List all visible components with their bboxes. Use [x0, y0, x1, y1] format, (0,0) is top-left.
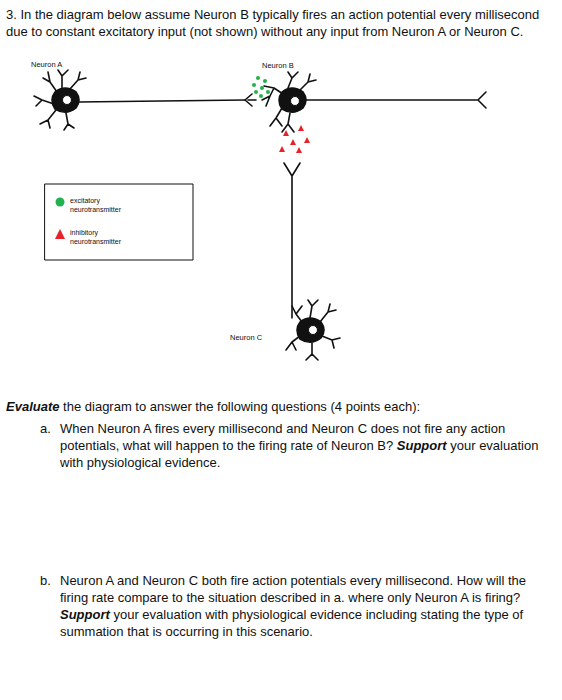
text-block: Evaluate the diagram to answer the follow…	[6, 398, 554, 415]
text-block: Neuron C	[230, 333, 290, 342]
label-text: b.	[40, 573, 51, 588]
text-block: Neuron A	[31, 60, 91, 69]
text-block: Neuron A and Neuron C both fire action p…	[60, 572, 554, 640]
label-text: Neuron A	[31, 60, 62, 69]
text-block: When Neuron A fires every millisecond an…	[60, 420, 546, 471]
emphasis-word: Support	[397, 438, 447, 453]
label-text: 3. In the diagram below assume Neuron B …	[6, 7, 539, 39]
text-block: b.	[40, 572, 60, 589]
legend-text: excitatory neurotransmitter	[70, 197, 132, 214]
emphasis-word: Evaluate	[6, 399, 59, 414]
label-text: the diagram to answer the following ques…	[63, 399, 420, 414]
emphasis-word: Support	[60, 607, 110, 622]
text-block: a.	[40, 420, 60, 437]
label-text: a.	[40, 421, 51, 436]
text-block: 3. In the diagram below assume Neuron B …	[6, 6, 554, 40]
label-text: Neuron B	[262, 61, 294, 70]
legend-swatch	[54, 228, 66, 240]
legend-swatch	[54, 196, 66, 208]
label-text: Neuron A and Neuron C both fire action p…	[60, 573, 526, 605]
label-text: Neuron C	[230, 333, 262, 342]
label-text: your evaluation with physiological evide…	[60, 607, 523, 639]
text-block: Neuron B	[262, 61, 322, 70]
legend-text: inhibitory neurotransmitter	[70, 229, 132, 246]
